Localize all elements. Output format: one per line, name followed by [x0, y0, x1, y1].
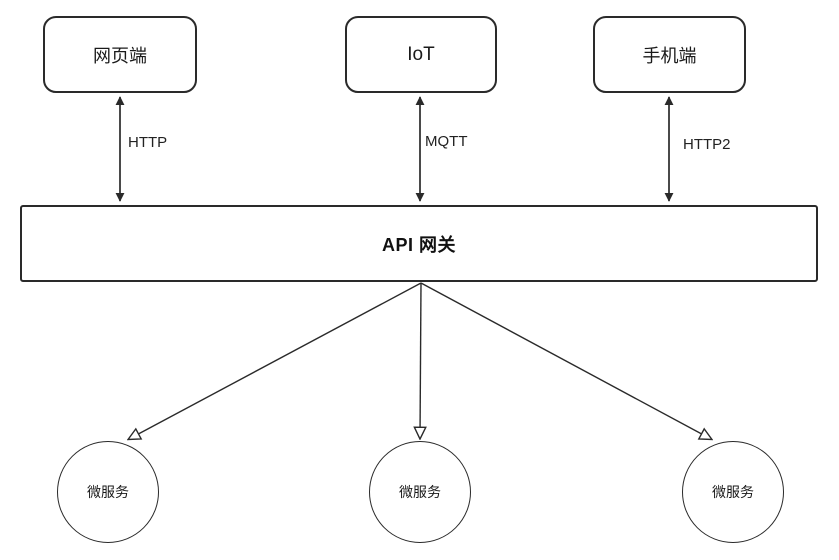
connector-gateway-service-2	[420, 282, 421, 438]
node-microservice-2: 微服务	[369, 441, 471, 543]
api-gateway-label: API 网关	[381, 234, 456, 255]
connector-gateway-service-1	[129, 282, 422, 439]
microservice-1-label: 微服务	[87, 484, 129, 500]
edge-label-http: HTTP	[126, 134, 170, 151]
microservice-2-label: 微服务	[399, 484, 441, 500]
node-microservice-1: 微服务	[57, 441, 159, 543]
edge-label-http2: HTTP2	[681, 136, 733, 153]
connector-gateway-service-3	[420, 282, 711, 439]
microservice-3-label: 微服务	[712, 484, 754, 500]
node-iot-client: IoT	[345, 16, 497, 93]
web-client-label: 网页端	[93, 45, 147, 66]
edge-label-mqtt: MQTT	[423, 133, 470, 150]
iot-client-label: IoT	[407, 43, 435, 65]
node-mobile-client: 手机端	[593, 16, 746, 93]
mobile-client-label: 手机端	[642, 45, 697, 66]
node-microservice-3: 微服务	[682, 441, 784, 543]
node-api-gateway: API 网关	[20, 205, 818, 282]
node-web-client: 网页端	[43, 16, 197, 93]
